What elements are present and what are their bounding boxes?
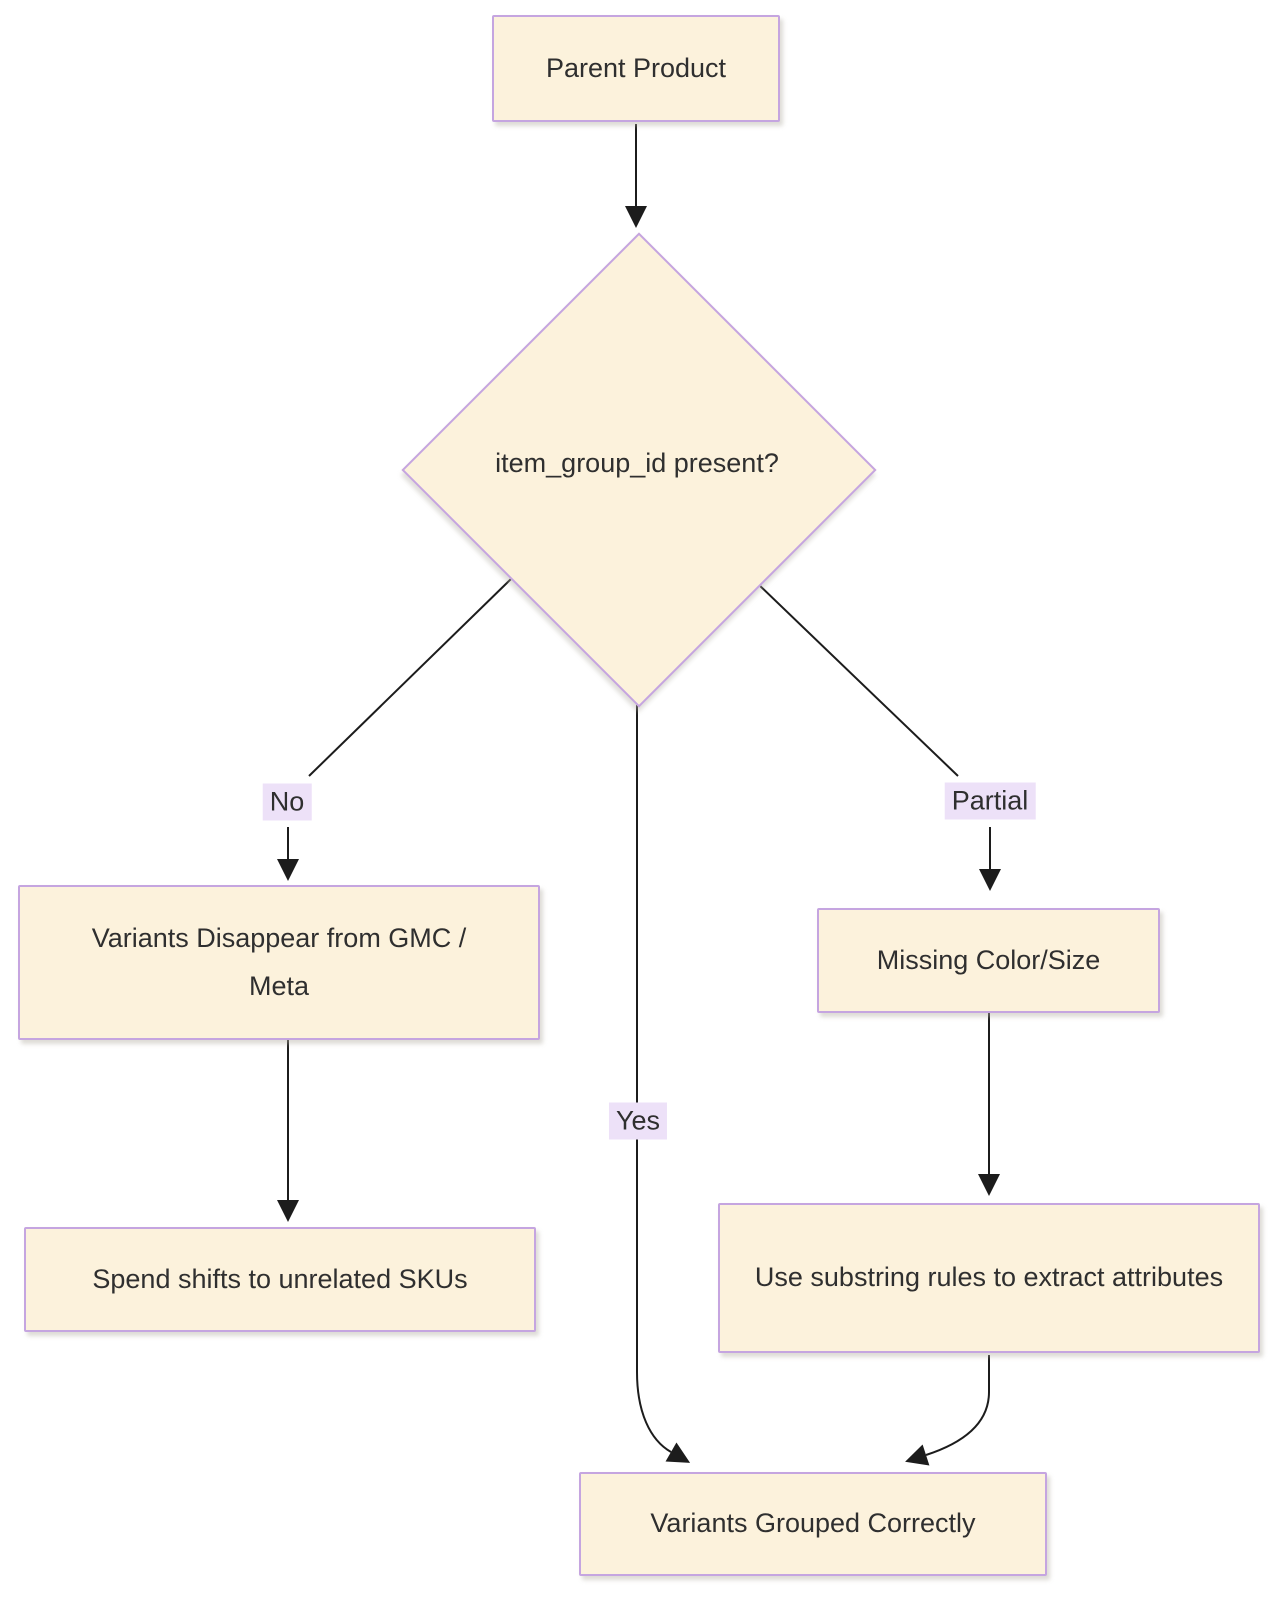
- edge-label-no: No: [262, 783, 312, 821]
- edge-label-partial: Partial: [944, 782, 1036, 820]
- node-variants-grouped: Variants Grouped Correctly: [579, 1472, 1047, 1576]
- node-missing-color-size-label: Missing Color/Size: [876, 944, 1101, 975]
- edge-decision-yes-to-variants-grouped: [636, 705, 691, 1463]
- edge-substring-rules-to-variants-grouped: [905, 1355, 990, 1466]
- node-parent-product: Parent Product: [492, 15, 780, 122]
- node-spend-shifts-label: Spend shifts to unrelated SKUs: [92, 1263, 468, 1294]
- node-spend-shifts: Spend shifts to unrelated SKUs: [24, 1227, 536, 1332]
- node-parent-product-label: Parent Product: [545, 52, 727, 83]
- node-decision-label: item_group_id present?: [495, 448, 779, 478]
- node-variants-grouped-label: Variants Grouped Correctly: [650, 1508, 976, 1539]
- node-variants-disappear-label: Variants Disappear from GMC / Meta: [91, 923, 467, 1001]
- node-missing-color-size: Missing Color/Size: [817, 908, 1160, 1013]
- edge-label-yes: Yes: [608, 1102, 668, 1140]
- edge-decision-to-no-label: [308, 577, 513, 777]
- node-use-substring-rules-label: Use substring rules to extract attribute…: [754, 1262, 1224, 1293]
- node-use-substring-rules: Use substring rules to extract attribute…: [718, 1203, 1260, 1353]
- edge-decision-to-partial-label: [756, 582, 959, 777]
- node-variants-disappear: Variants Disappear from GMC / Meta: [18, 885, 540, 1040]
